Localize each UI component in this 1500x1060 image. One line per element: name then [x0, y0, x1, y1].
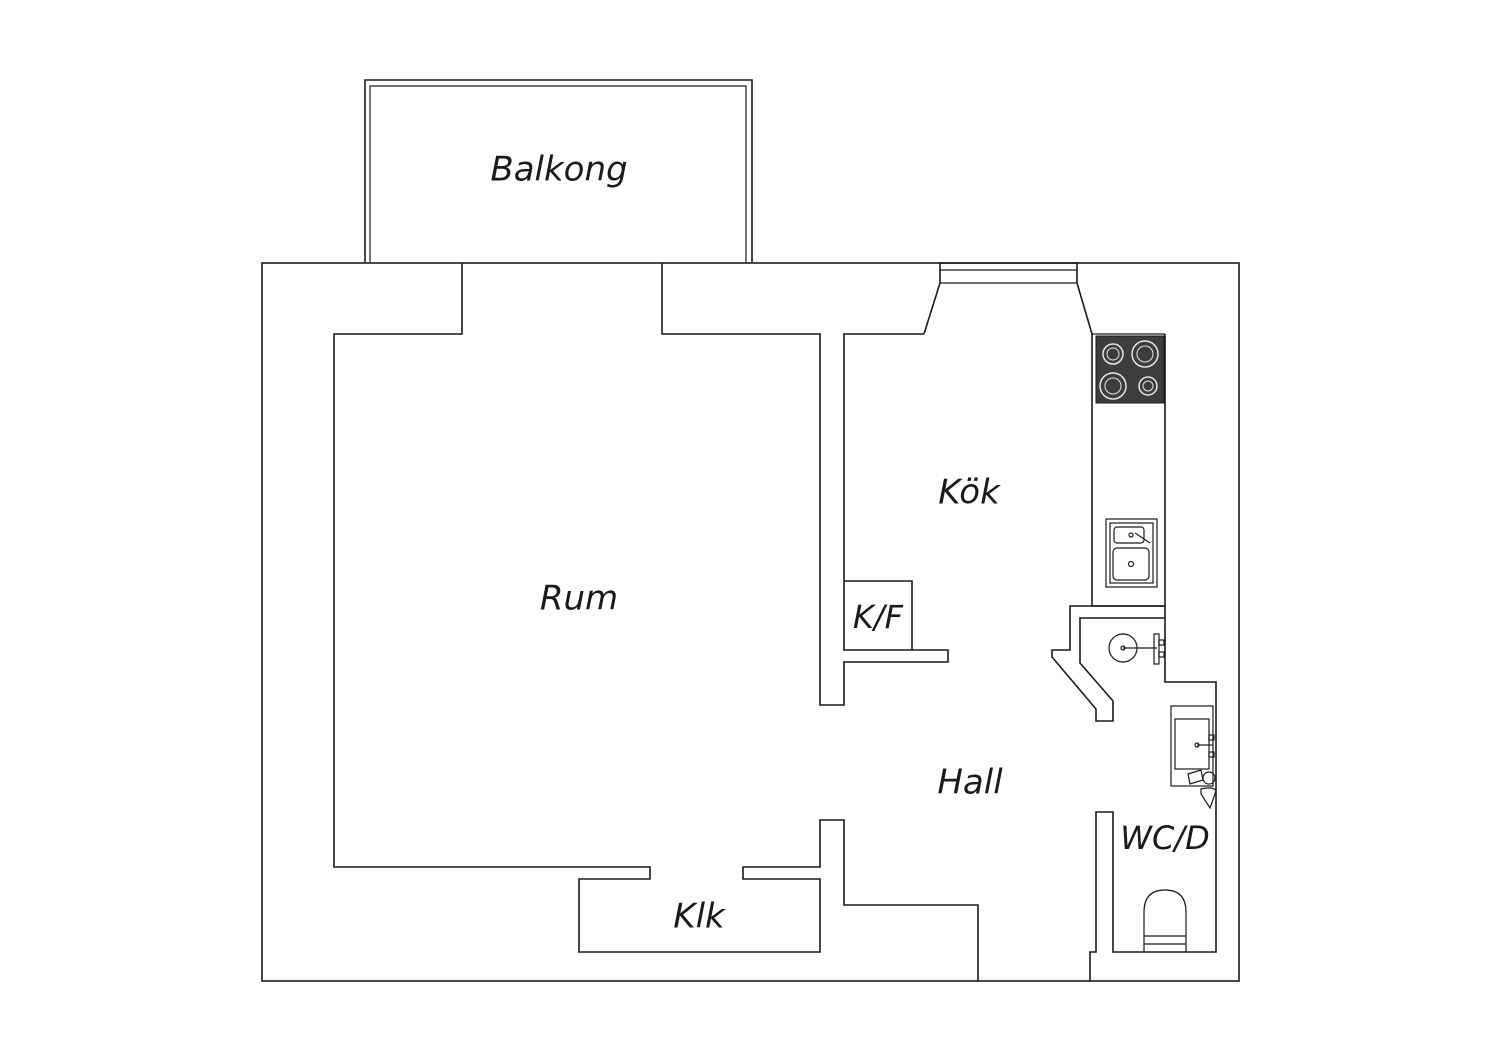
- kitchen-window: [923, 262, 1093, 335]
- stove-icon: [1095, 335, 1165, 404]
- outer-wall: [261, 262, 1240, 982]
- washbasin-icon: [1108, 633, 1165, 665]
- washing-machine-icon: [1170, 705, 1217, 810]
- kitchen-sink-icon: [1105, 518, 1158, 588]
- toilet-icon: [1143, 889, 1187, 952]
- label-rum: Rum: [540, 579, 618, 619]
- label-hall: Hall: [937, 763, 1003, 803]
- balcony: [364, 79, 753, 262]
- bathroom-wall: [1051, 605, 1166, 722]
- label-kf: K/F: [853, 598, 904, 636]
- kf-closet: [844, 580, 913, 650]
- rum-wall: [333, 263, 979, 981]
- rum-wall-top-right: [661, 263, 949, 706]
- label-klk: Klk: [673, 897, 726, 937]
- label-kok: Kök: [938, 473, 1001, 513]
- bathroom-wall-right: [1089, 618, 1217, 981]
- label-wcd: WC/D: [1120, 819, 1209, 857]
- label-balkong: Balkong: [490, 150, 627, 190]
